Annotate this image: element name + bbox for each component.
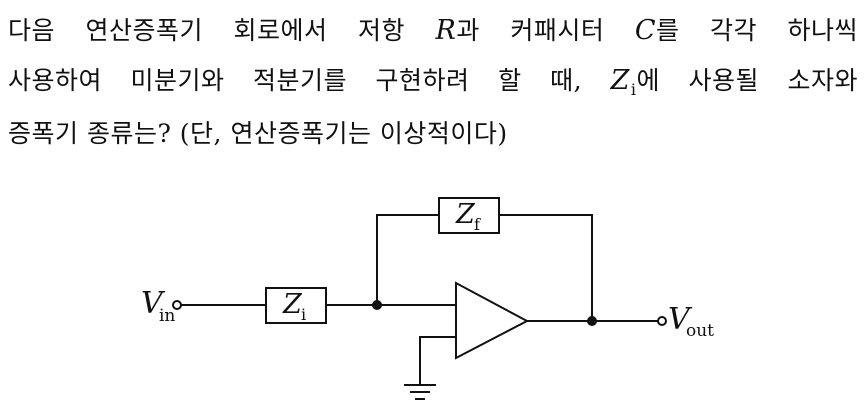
output-terminal [657,316,667,326]
vout-subscript: out [686,321,714,341]
zi-subscript: i [301,305,306,324]
question-line-1: 다음 연산증폭기 회로에서 저항 R과 커패시터 C를 각각 하나씩 [8,6,858,56]
zi-symbol-subscript: i [630,80,637,99]
question-text: 다음 연산증폭기 회로에서 저항 R과 커패시터 C를 각각 하나씩 사용하여 … [8,6,858,159]
question-line-2-start: 사용하여 미분기와 적분기를 구현하려 할 때, [8,66,583,95]
op-amp-triangle [455,281,530,360]
question-line-2: 사용하여 미분기와 적분기를 구현하려 할 때, Zi에 사용될 소자와 [8,56,858,109]
vout-label: V [668,302,693,337]
question-line-1-start: 다음 연산증폭기 회로에서 저항 [8,16,405,45]
output-junction-dot [587,316,597,326]
ground-wire [419,336,456,385]
input-junction-dot [372,300,382,310]
feedback-left-wire [376,214,439,305]
feedback-right-wire [499,214,593,321]
zi-symbol: Z [610,65,630,96]
question-line-1-end: 를 각각 하나씩 [656,16,858,45]
zf-subscript: f [474,215,481,234]
question-line-2-end: 에 사용될 소자와 [636,66,859,95]
zf-label: Z [455,199,476,230]
capacitor-symbol-c: C [634,15,656,46]
question-line-1-middle: 과 커패시터 [456,16,605,45]
vin-subscript: in [159,306,175,326]
question-line-3: 증폭기 종류는? (단, 연산증폭기는 이상적이다) [8,119,508,148]
zi-label: Z [282,289,303,320]
vin-label: V [141,286,166,321]
resistor-symbol-r: R [435,15,457,46]
